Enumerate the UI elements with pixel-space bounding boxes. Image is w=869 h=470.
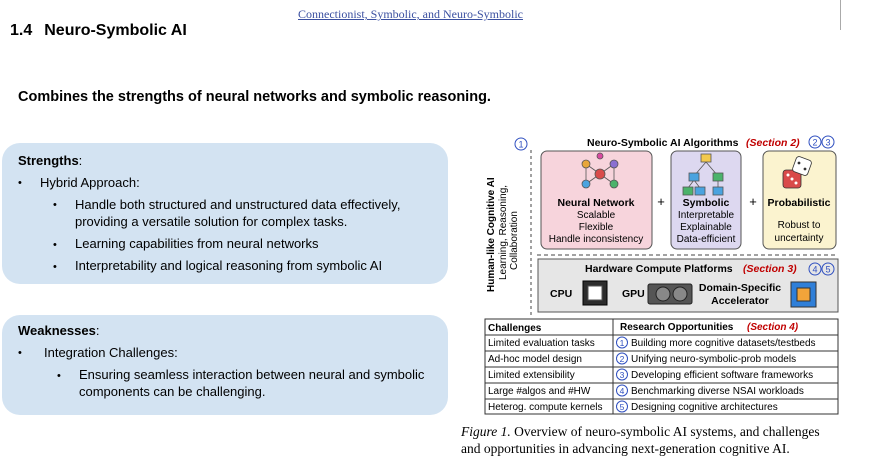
gpu-card-icon xyxy=(647,283,693,305)
strengths-subitem-1b: providing a versatile solution for compl… xyxy=(75,214,348,229)
probabilistic-line-1: Robust to xyxy=(778,220,821,231)
subtitle: Combines the strengths of neural network… xyxy=(18,89,491,105)
bullet-icon: • xyxy=(53,261,57,273)
section-title: 1.4 Neuro-Symbolic AI xyxy=(10,22,187,40)
accelerator-label-2: Accelerator xyxy=(711,295,769,307)
table-cell-opportunity: Developing efficient software frameworks xyxy=(631,370,813,381)
neural-network-icon xyxy=(581,152,619,189)
header-link[interactable]: Connectionist, Symbolic, and Neuro-Symbo… xyxy=(298,7,523,21)
neural-title: Neural Network xyxy=(557,197,634,209)
plus-sign-1: + xyxy=(657,194,665,209)
strengths-card: Strengths: • Hybrid Approach: • Handle b… xyxy=(2,143,448,284)
hardware-section: (Section 3) xyxy=(743,263,797,275)
table-cell-number: 3 xyxy=(620,370,625,380)
bullet-icon: • xyxy=(18,177,22,189)
cpu-label: CPU xyxy=(550,288,572,300)
challenges-table xyxy=(484,318,839,415)
dice-icon xyxy=(782,156,812,189)
accelerator-chip-icon xyxy=(790,281,817,308)
table-cell-number: 4 xyxy=(620,386,625,396)
strengths-subitem-1a: Handle both structured and unstructured … xyxy=(75,197,401,212)
table-cell-challenge: Ad-hoc model design xyxy=(488,354,582,365)
probabilistic-box xyxy=(762,150,837,250)
number-marker-icon xyxy=(616,336,628,349)
plus-sign-2: + xyxy=(749,194,757,209)
caption-text-1: Overview of neuro-symbolic AI systems, a… xyxy=(514,424,820,439)
weaknesses-heading: Weaknesses: xyxy=(18,323,100,338)
algorithms-title: Neuro-Symbolic AI Algorithms xyxy=(587,137,739,149)
marker-1: 1 xyxy=(518,140,523,150)
marker-2: 2 xyxy=(812,138,817,148)
weaknesses-card: Weaknesses: • Integration Challenges: • … xyxy=(2,315,448,415)
caption-label: Figure 1. xyxy=(461,424,511,439)
table-cell-opportunity: Benchmarking diverse NSAI workloads xyxy=(631,386,804,397)
page-divider xyxy=(840,0,841,30)
neural-network-box xyxy=(540,150,653,250)
table-cell-opportunity: Designing cognitive architectures xyxy=(631,402,778,413)
table-header-section: (Section 4) xyxy=(747,322,799,333)
gpu-label: GPU xyxy=(622,288,645,300)
table-cell-number: 5 xyxy=(620,402,625,412)
neural-line-1: Scalable xyxy=(577,210,616,221)
weaknesses-subitem-a: Ensuring seamless interaction between ne… xyxy=(79,367,425,382)
bullet-icon: • xyxy=(18,347,22,359)
caption-text-2: and opportunities in advancing next-gene… xyxy=(461,441,790,456)
side-label-2: Learning, Reasoning, xyxy=(498,185,509,280)
table-cell-challenge: Limited extensibility xyxy=(488,370,575,381)
number-marker-icon xyxy=(616,368,628,381)
number-marker-icon xyxy=(616,400,628,413)
marker-2-icon xyxy=(808,135,822,149)
strengths-subitem-3: Interpretability and logical reasoning f… xyxy=(75,258,383,273)
section-title-text: Neuro-Symbolic AI xyxy=(44,22,187,39)
symbolic-line-3: Data-efficient xyxy=(677,234,736,245)
marker-5: 5 xyxy=(825,265,830,275)
table-header-challenges: Challenges xyxy=(488,323,542,334)
algorithms-section: (Section 2) xyxy=(746,137,800,149)
accelerator-label-1: Domain-Specific xyxy=(699,282,781,294)
side-label-1: Human-like Cognitive AI xyxy=(486,177,497,292)
cpu-chip-icon xyxy=(582,280,608,306)
strengths-heading: Strengths: xyxy=(18,153,83,168)
marker-4: 4 xyxy=(812,265,817,275)
section-number: 1.4 xyxy=(10,22,33,39)
marker-5-icon xyxy=(821,262,835,276)
symbolic-line-1: Interpretable xyxy=(678,210,735,221)
bullet-icon: • xyxy=(53,199,57,211)
neuro-symbolic-figure: Human-like Cognitive AI Learning, Reason… xyxy=(484,135,839,415)
table-cell-opportunity: Building more cognitive datasets/testbed… xyxy=(631,338,816,349)
weaknesses-subitem-b: components can be challenging. xyxy=(79,384,266,399)
marker-3: 3 xyxy=(825,138,830,148)
strengths-subitem-2: Learning capabilities from neural networ… xyxy=(75,236,319,251)
symbolic-title: Symbolic xyxy=(683,197,730,209)
probabilistic-title: Probabilistic xyxy=(767,197,830,209)
marker-4-icon xyxy=(808,262,822,276)
symbolic-box xyxy=(670,150,742,250)
table-cell-challenge: Limited evaluation tasks xyxy=(488,338,595,349)
table-cell-challenge: Large #algos and #HW xyxy=(488,386,591,397)
number-marker-icon xyxy=(616,352,628,365)
table-cell-number: 1 xyxy=(620,338,625,348)
number-marker-icon xyxy=(616,384,628,397)
marker-1-icon xyxy=(514,137,528,151)
table-header-opportunities: Research Opportunities xyxy=(620,322,734,333)
probabilistic-line-2: uncertainty xyxy=(775,233,824,244)
neural-line-3: Handle inconsistency xyxy=(549,234,644,245)
bullet-icon: • xyxy=(53,239,57,251)
figure-caption: Figure 1. Overview of neuro-symbolic AI … xyxy=(461,423,866,457)
symbolic-tree-icon xyxy=(682,153,724,196)
table-cell-challenge: Heterog. compute kernels xyxy=(488,402,603,413)
hardware-title: Hardware Compute Platforms xyxy=(585,263,733,275)
side-label-3: Collaboration xyxy=(509,211,520,270)
neural-line-2: Flexible xyxy=(579,222,614,233)
bullet-icon: • xyxy=(57,370,61,382)
marker-3-icon xyxy=(821,135,835,149)
strengths-item: Hybrid Approach: xyxy=(40,175,140,190)
symbolic-line-2: Explainable xyxy=(680,222,732,233)
weaknesses-item: Integration Challenges: xyxy=(44,345,178,360)
table-cell-number: 2 xyxy=(620,354,625,364)
table-cell-opportunity: Unifying neuro-symbolic-prob models xyxy=(631,354,796,365)
